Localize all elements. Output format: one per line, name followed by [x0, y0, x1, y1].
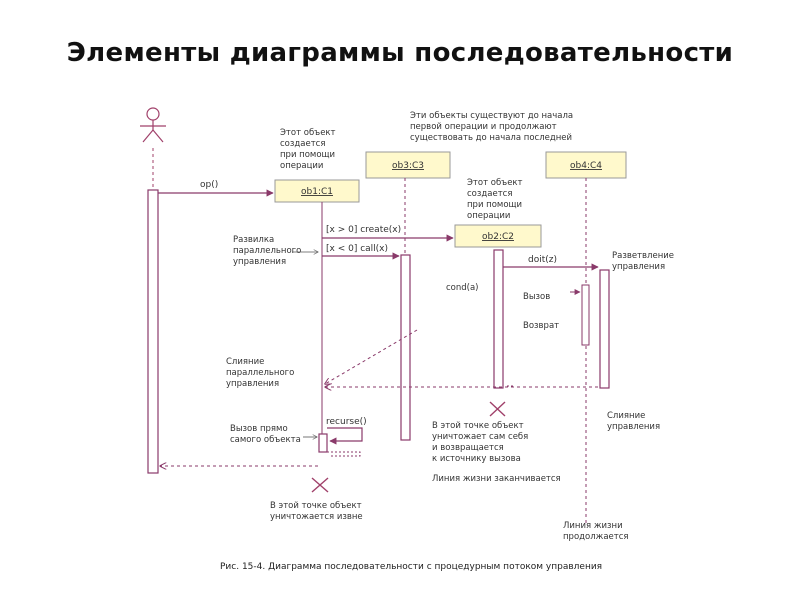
- svg-text:ob3:C3: ob3:C3: [392, 161, 424, 171]
- svg-text:ob1:C1: ob1:C1: [301, 187, 333, 197]
- message-create-label: [x > 0] create(x): [326, 225, 401, 235]
- svg-text:первой операции и продолжают: первой операции и продолжают: [410, 122, 557, 132]
- note-lifeline-ends: Линия жизни заканчивается: [432, 474, 561, 484]
- svg-text:управления: управления: [226, 379, 279, 389]
- svg-text:Этот объект: Этот объект: [467, 178, 523, 188]
- svg-text:создается: создается: [280, 139, 325, 149]
- note-destroy-self: В этой точке объект уничтожает сам себя …: [432, 421, 528, 464]
- ob4-inner-activation: [581, 284, 590, 346]
- note-self-call: Вызов прямо самого объекта: [230, 424, 301, 445]
- svg-text:уничтожается извне: уничтожается извне: [270, 512, 363, 522]
- note-return-word: Возврат: [523, 321, 559, 331]
- svg-text:В этой точке объект: В этой точке объект: [270, 501, 362, 511]
- note-split-flow: Разветвление управления: [612, 251, 674, 272]
- figure-caption: Рис. 15-4. Диаграмма последовательности …: [220, 562, 602, 572]
- note-cond: cond(a): [446, 283, 479, 293]
- svg-text:В этой точке объект: В этой точке объект: [432, 421, 524, 431]
- svg-text:управления: управления: [233, 257, 286, 267]
- svg-text:Линия жизни: Линия жизни: [563, 521, 623, 531]
- svg-text:управления: управления: [612, 262, 665, 272]
- svg-text:операции: операции: [467, 211, 510, 221]
- note-branch: Развилка параллельного управления: [233, 235, 301, 267]
- ob2-activation: [493, 249, 504, 389]
- svg-text:самого объекта: самого объекта: [230, 435, 301, 445]
- object-ob4: ob4:C4: [545, 151, 627, 179]
- recurse-arrow: [327, 427, 363, 445]
- object-ob1: ob1:C1: [274, 179, 360, 203]
- recurse-activation: [318, 433, 328, 453]
- note-call-word: Вызов: [523, 292, 550, 302]
- svg-text:Вызов прямо: Вызов прямо: [230, 424, 288, 434]
- svg-text:операции: операции: [280, 161, 323, 171]
- slide-title: Элементы диаграммы последовательности: [66, 38, 734, 68]
- svg-text:создается: создается: [467, 189, 512, 199]
- svg-text:к источнику вызова: к источнику вызова: [432, 454, 521, 464]
- object-ob3: ob3:C3: [365, 151, 451, 179]
- actor-icon: [140, 107, 166, 143]
- destroy-mark-ob1: [311, 477, 329, 493]
- svg-text:ob2:C2: ob2:C2: [482, 232, 514, 242]
- note-exist-before: Эти объекты существуют до начала первой …: [410, 111, 573, 143]
- svg-text:при помощи: при помощи: [467, 200, 522, 210]
- object-ob2: ob2:C2: [454, 224, 542, 248]
- message-op-label: op(): [200, 180, 218, 190]
- ob4-activation: [599, 269, 610, 389]
- svg-text:Развилка: Развилка: [233, 235, 274, 245]
- svg-text:управления: управления: [607, 422, 660, 432]
- destroy-mark-ob2: [489, 401, 506, 417]
- note-lifeline-continues: Линия жизни продолжается: [563, 521, 629, 542]
- svg-text:Эти объекты существуют до нача: Эти объекты существуют до начала: [410, 111, 573, 121]
- recurse-label: recurse(): [326, 417, 367, 427]
- note-destroyed: В этой точке объект уничтожается извне: [270, 501, 363, 522]
- message-call-label: [x < 0] call(x): [326, 244, 388, 254]
- svg-text:продолжается: продолжается: [563, 532, 629, 542]
- svg-text:ob4:C4: ob4:C4: [570, 161, 602, 171]
- svg-text:параллельного: параллельного: [226, 368, 294, 378]
- svg-text:Слияние: Слияние: [607, 411, 645, 421]
- message-doit-label: doit(z): [528, 255, 557, 265]
- actor-activation: [147, 189, 159, 474]
- svg-text:при помощи: при помощи: [280, 150, 335, 160]
- note-created-by-op: Этот объект создается при помощи операци…: [280, 128, 336, 171]
- svg-text:Слияние: Слияние: [226, 357, 264, 367]
- note-created-by-op2: Этот объект создается при помощи операци…: [467, 178, 523, 221]
- ob3-activation: [400, 254, 411, 441]
- svg-text:Этот объект: Этот объект: [280, 128, 336, 138]
- svg-text:уничтожает сам себя: уничтожает сам себя: [432, 432, 528, 442]
- svg-text:Разветвление: Разветвление: [612, 251, 674, 261]
- note-merge-flow: Слияние управления: [607, 411, 660, 432]
- note-merge: Слияние параллельного управления: [226, 357, 294, 389]
- svg-text:и возвращается: и возвращается: [432, 443, 504, 453]
- svg-text:существовать до начала последн: существовать до начала последней: [410, 133, 572, 143]
- svg-text:параллельного: параллельного: [233, 246, 301, 256]
